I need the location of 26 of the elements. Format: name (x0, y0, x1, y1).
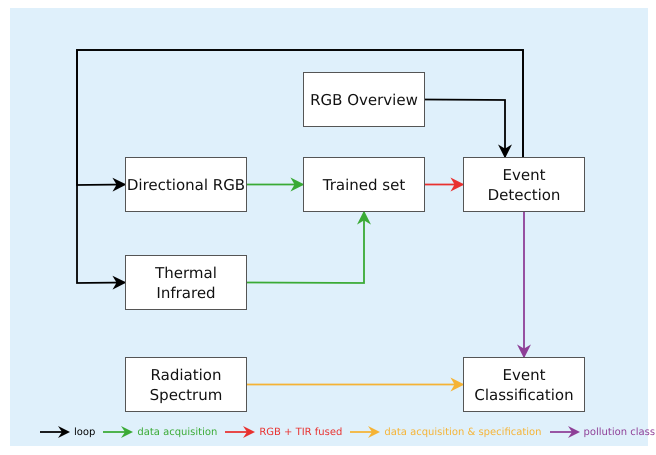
arrow (425, 98, 512, 158)
process-box (303, 157, 425, 212)
process-box (125, 255, 247, 310)
process-box (303, 72, 425, 127)
node-label: Radiation Spectrum (148, 364, 224, 404)
arrow (247, 178, 304, 192)
legend-label: loop (74, 426, 96, 438)
process-box (125, 357, 247, 412)
node-label: Event Classification (473, 364, 575, 404)
arrow (517, 212, 531, 358)
node-label: Directional RGB (126, 174, 246, 194)
legend-label: data acquisition (137, 426, 218, 438)
node-label: Trained set (322, 174, 406, 194)
legend-label: data acquisition & specification (384, 426, 542, 438)
arrow (76, 49, 524, 290)
arrow (247, 378, 464, 392)
process-box (125, 157, 247, 212)
node-label: Thermal Infrared (154, 262, 218, 302)
process-box (463, 157, 585, 212)
process-box (463, 357, 585, 412)
arrow (247, 210, 371, 284)
legend-label: pollution class (584, 426, 656, 438)
arrow (425, 178, 464, 192)
node-label: RGB Overview (310, 90, 418, 110)
legend-label: RGB + TIR fused (259, 426, 342, 438)
node-label: Event Detection (486, 164, 562, 204)
